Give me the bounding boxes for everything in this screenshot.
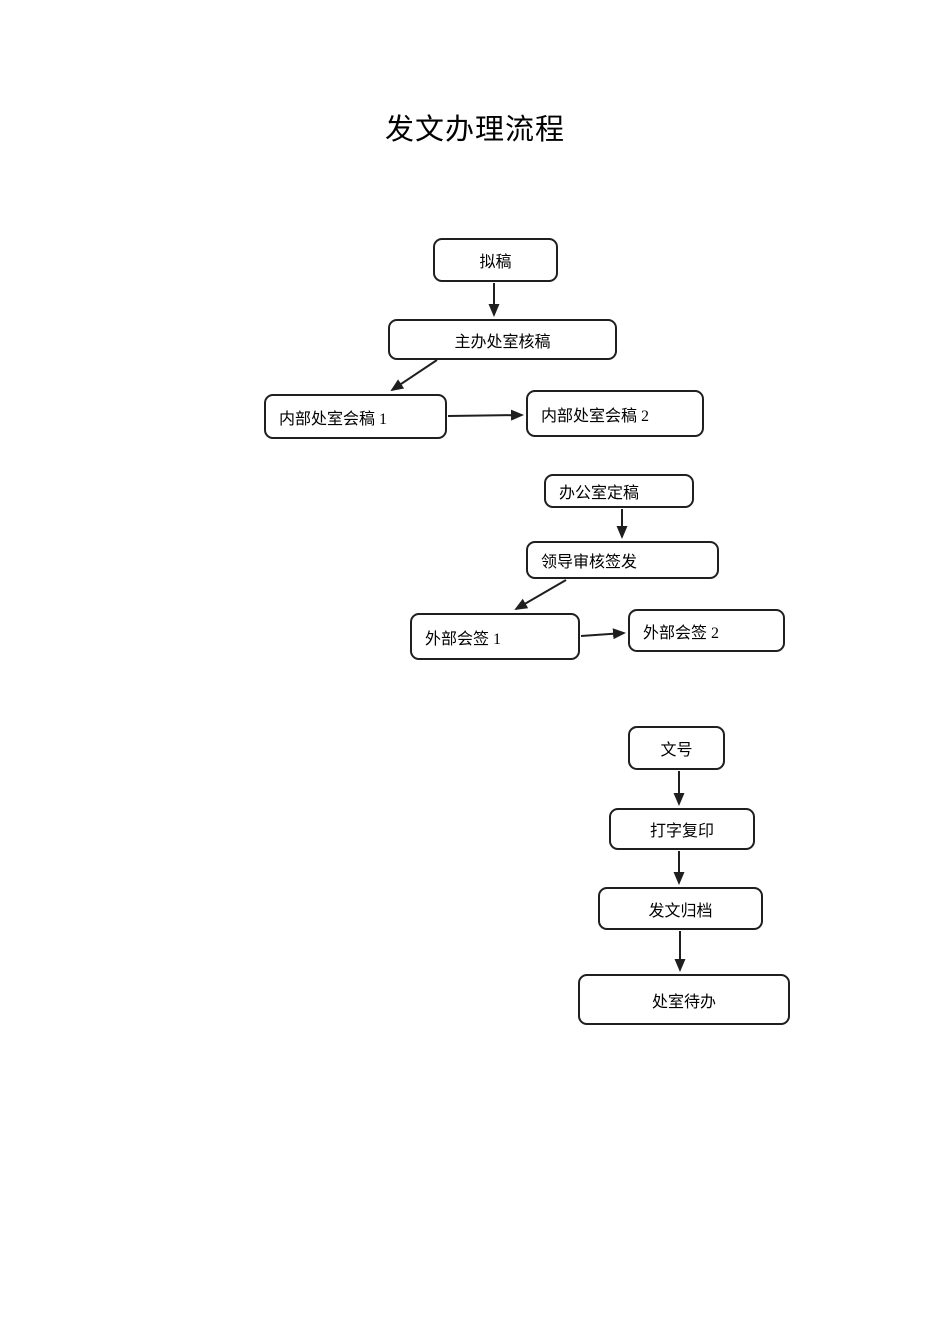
flow-node-doc-filing: 发文归档 — [598, 887, 763, 930]
edge-external-countersign-1-to-external-countersign-2 — [580, 628, 626, 640]
flow-node-internal-codraft-2: 内部处室会稿 2 — [526, 390, 704, 437]
edge-host-office-review-to-internal-codraft-1 — [390, 359, 438, 392]
flow-node-external-countersign-2: 外部会签 2 — [628, 609, 785, 652]
flow-node-external-countersign-1: 外部会签 1 — [410, 613, 580, 660]
edge-internal-codraft-1-to-internal-codraft-2 — [447, 409, 524, 421]
flow-node-office-finalize: 办公室定稿 — [544, 474, 694, 508]
flow-node-host-office-review: 主办处室核稿 — [388, 319, 617, 360]
flow-node-doc-number: 文号 — [628, 726, 725, 770]
flow-node-draft: 拟稿 — [433, 238, 558, 282]
flow-node-leader-sign: 领导审核签发 — [526, 541, 719, 579]
flow-node-internal-codraft-1: 内部处室会稿 1 — [264, 394, 447, 439]
flow-node-office-followup: 处室待办 — [578, 974, 790, 1025]
page-title: 发文办理流程 — [384, 114, 565, 146]
flow-node-typing-copy: 打字复印 — [609, 808, 755, 850]
edge-leader-sign-to-external-countersign-1 — [514, 579, 567, 611]
